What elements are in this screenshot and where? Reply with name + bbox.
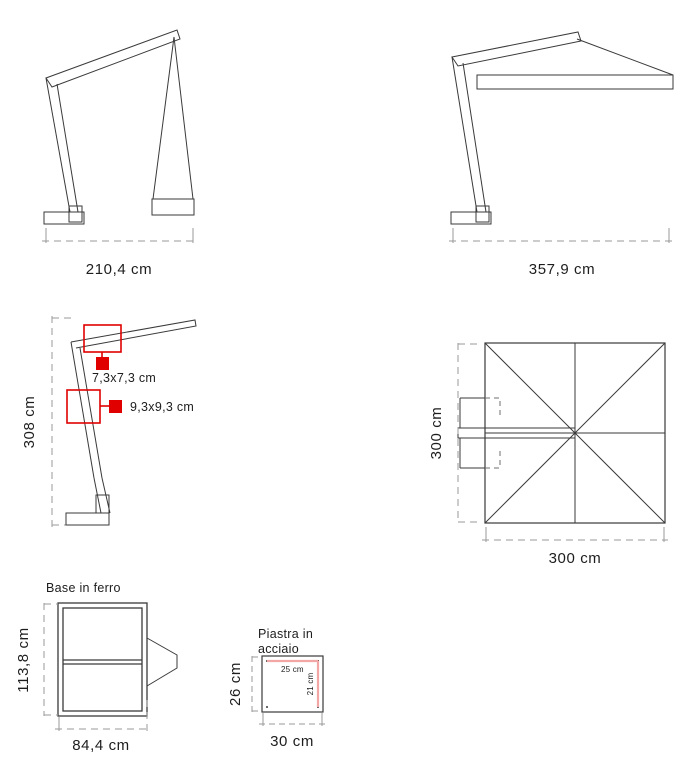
dimension-width-210: 210,4 cm <box>42 228 197 278</box>
view-top-plan: 300 cm 300 cm <box>428 342 668 567</box>
base-foot-front <box>450 205 492 225</box>
dimension-height-300: 300 cm <box>428 343 478 523</box>
iron-base-title: Base in ferro <box>46 581 121 595</box>
upper-arm-profile <box>70 319 197 479</box>
dimension-label-width-300: 300 cm <box>549 550 602 567</box>
dimension-height-308: 308 cm <box>21 316 72 527</box>
view-steel-plate: Piastra in acciaio 25 cm 21 cm 26 <box>227 627 326 750</box>
dimension-height-113: 113,8 cm <box>15 603 58 716</box>
inner-dimension-25: 25 cm <box>267 659 318 674</box>
dimension-label-width-30: 30 cm <box>270 733 314 750</box>
callout-lower-pole: 9,3x9,3 cm <box>66 389 194 424</box>
iron-base-wedge <box>146 637 178 687</box>
view-side-closed: 210,4 cm <box>42 29 197 278</box>
dimension-label-width-84: 84,4 cm <box>72 737 130 754</box>
open-canopy-roof <box>476 38 674 90</box>
dimension-label-height-26: 26 cm <box>227 662 244 706</box>
dimension-width-357: 357,9 cm <box>449 228 673 278</box>
callout-label-upper-arm: 7,3x7,3 cm <box>92 371 156 385</box>
dimension-label-width-210: 210,4 cm <box>86 261 153 278</box>
dimension-height-26: 26 cm <box>227 656 262 712</box>
base-foot-detail <box>65 494 110 526</box>
inner-dimension-label-21: 21 cm <box>306 672 315 695</box>
callout-label-lower-pole: 9,3x9,3 cm <box>130 400 194 414</box>
base-plan-footprint <box>459 397 485 469</box>
canopy-plan-ribs <box>484 342 666 524</box>
dimension-label-height-113: 113,8 cm <box>15 627 32 692</box>
support-mast-front <box>451 56 487 213</box>
section-swatch-lower-pole <box>109 400 122 413</box>
dimension-width-30: 30 cm <box>259 713 326 750</box>
dimension-width-300: 300 cm <box>482 527 668 567</box>
view-side-detail: 308 cm 7,3x7,3 cm <box>21 316 197 527</box>
section-swatch-upper-arm <box>96 357 109 370</box>
open-canopy-top-arm <box>451 31 582 67</box>
steel-plate-title-line2: acciaio <box>258 642 299 656</box>
steel-plate-title-line1: Piastra in <box>258 627 313 641</box>
closed-canopy-top-rail <box>45 29 181 88</box>
inner-dimension-21: 21 cm <box>306 661 320 707</box>
iron-base-outline <box>57 602 148 717</box>
dimension-label-height-308: 308 cm <box>21 396 38 449</box>
view-front-open: 357,9 cm <box>449 31 674 278</box>
base-foot <box>43 205 85 225</box>
base-plan-hidden-edges <box>485 397 501 469</box>
dimension-label-height-300: 300 cm <box>428 407 445 460</box>
steel-plate-outline <box>261 655 324 713</box>
closed-canopy-body <box>151 36 195 216</box>
dimension-width-84: 84,4 cm <box>55 700 151 754</box>
callout-upper-arm: 7,3x7,3 cm <box>83 324 156 385</box>
support-mast <box>45 77 79 213</box>
inner-dimension-label-25: 25 cm <box>281 665 304 674</box>
view-iron-base: Base in ferro 113,8 cm 84,4 cm <box>15 581 178 754</box>
dimension-label-width-357: 357,9 cm <box>529 261 596 278</box>
